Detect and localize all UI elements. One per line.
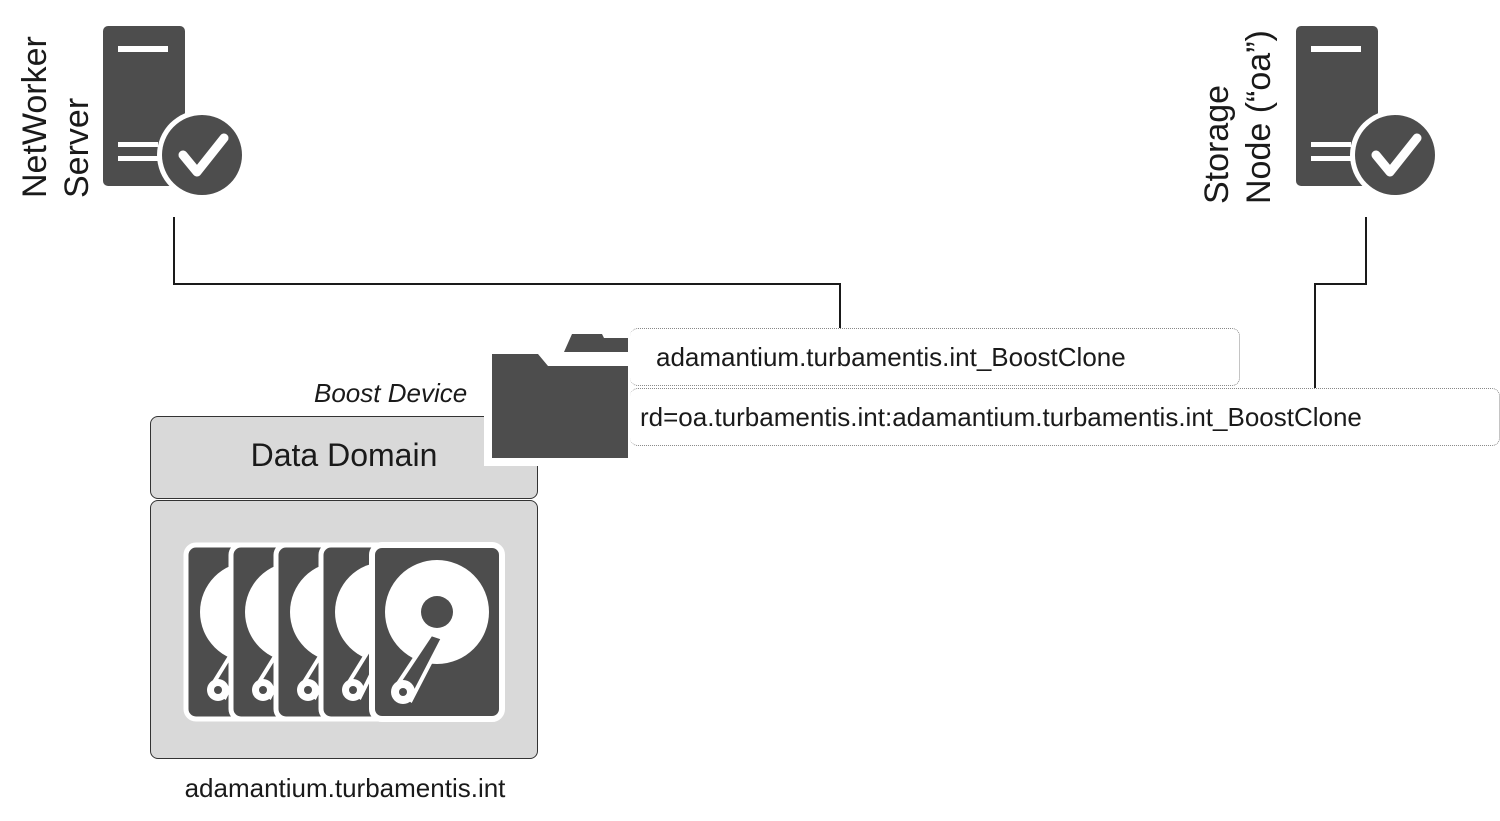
remote-device-name-box: rd=oa.turbamentis.int:adamantium.turbame… [630, 388, 1500, 446]
remote-device-name: rd=oa.turbamentis.int:adamantium.turbame… [640, 402, 1362, 432]
hard-disk-icon [369, 542, 505, 722]
storage-node-label: Storage Node (“oa”) [1196, 30, 1280, 204]
folder-icon[interactable] [484, 330, 632, 466]
storage-node-connector [1314, 217, 1367, 388]
boost-device-label: Boost Device [314, 378, 468, 408]
data-domain-header: Data Domain [150, 416, 538, 499]
storage-node-icon [1296, 26, 1440, 200]
storage-node-label-line2: Node (“oa”) [1240, 30, 1278, 204]
networker-server-label: NetWorker Server [14, 36, 98, 198]
hard-disk-stack-icon [183, 542, 505, 722]
boost-device-name: adamantium.turbamentis.int_BoostClone [656, 342, 1126, 372]
boost-device-name-box: adamantium.turbamentis.int_BoostClone [630, 328, 1240, 386]
networker-server-icon [103, 26, 247, 200]
data-domain-hostname: adamantium.turbamentis.int [184, 773, 506, 803]
data-domain-title: Data Domain [250, 437, 438, 473]
storage-node-label-line1: Storage [1198, 84, 1236, 204]
networker-server-label-line2: Server [58, 97, 96, 198]
networker-server-label-line1: NetWorker [16, 36, 54, 198]
server-connector [173, 217, 841, 328]
